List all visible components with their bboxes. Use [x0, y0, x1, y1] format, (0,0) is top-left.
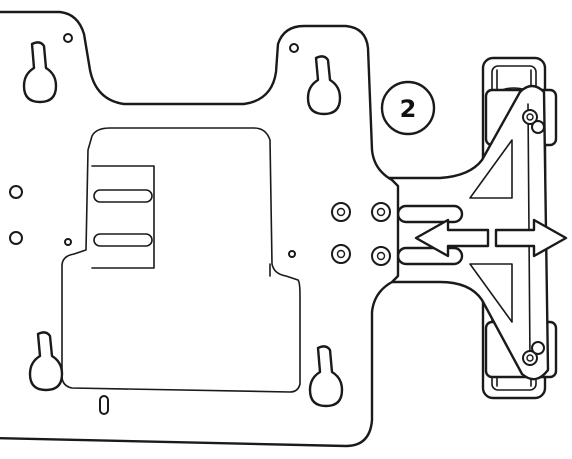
edge-hole [9, 185, 23, 199]
keyhole-top-right [306, 55, 342, 116]
bottom-slot [99, 395, 109, 415]
edge-hole [9, 231, 23, 245]
left-arrow-icon [414, 218, 490, 258]
keyhole-top-left [22, 41, 58, 104]
keyhole-bottom-right [308, 345, 344, 408]
arm-bottom-screw [522, 341, 545, 366]
step-badge: 2 [380, 80, 436, 136]
pin-hole [289, 43, 299, 53]
right-arrow-icon [494, 218, 568, 258]
keyhole-bottom-left [28, 331, 64, 392]
pin-hole [64, 238, 72, 246]
pin-hole [63, 33, 73, 43]
bolt-hole-group [331, 202, 391, 266]
step-number: 2 [400, 95, 417, 123]
pin-hole [288, 250, 296, 258]
arm-top-screw [522, 109, 545, 134]
